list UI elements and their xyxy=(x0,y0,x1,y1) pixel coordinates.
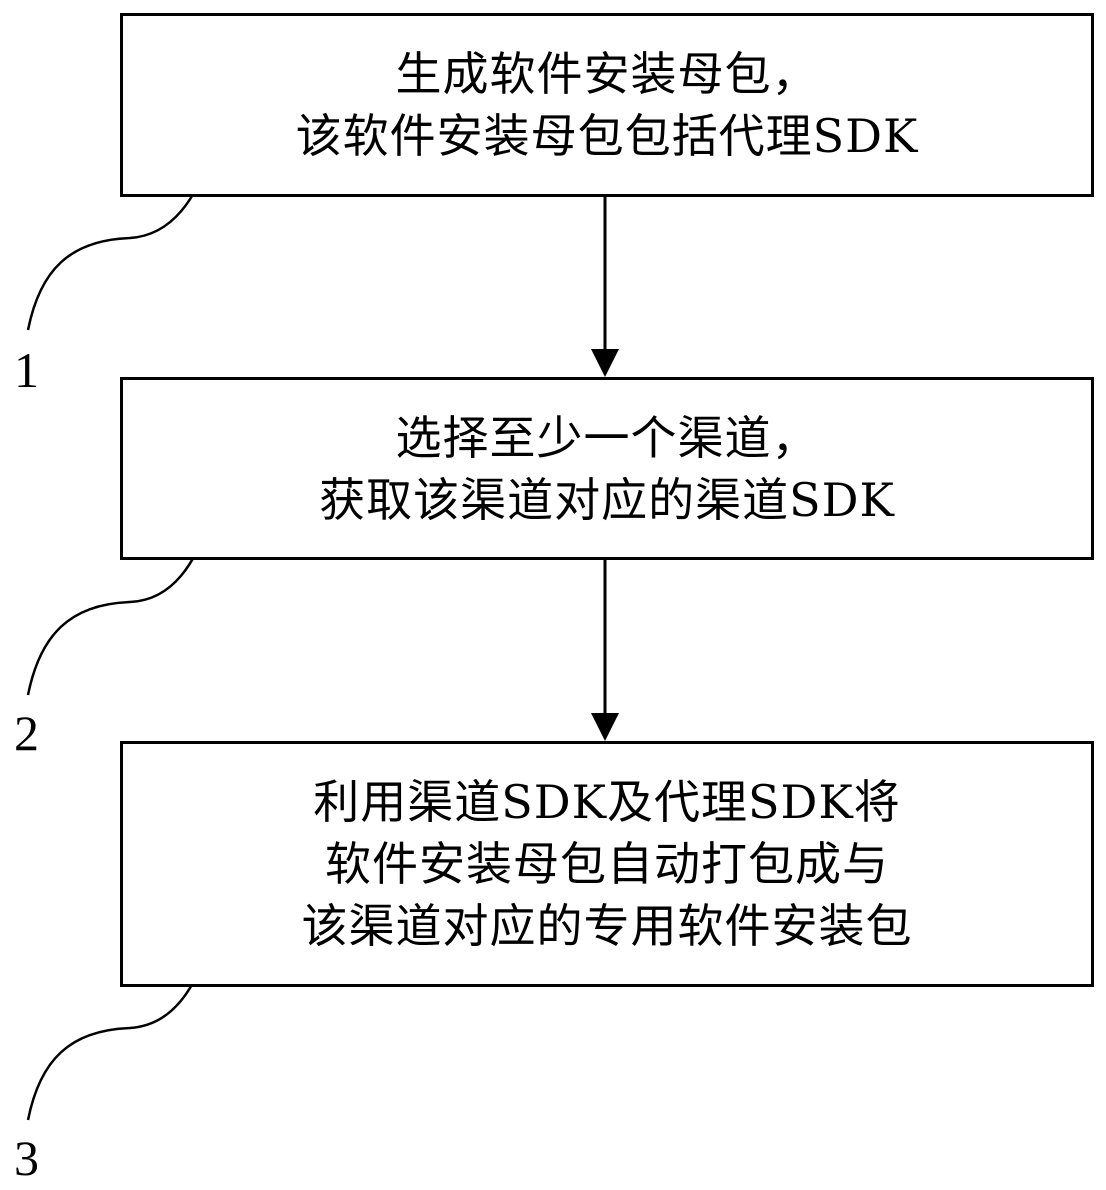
step-box-2: 选择至少一个渠道， 获取该渠道对应的渠道SDK xyxy=(120,377,1094,560)
step-3-line-3: 该渠道对应的专用软件安装包 xyxy=(301,899,913,953)
step-3-line-1: 利用渠道SDK及代理SDK将 xyxy=(313,775,901,829)
step-box-1: 生成软件安装母包， 该软件安装母包包括代理SDK xyxy=(120,13,1094,197)
arrow-1-head xyxy=(591,349,619,377)
step-number-1: 1 xyxy=(14,342,39,398)
arrow-2-head xyxy=(591,713,619,741)
step-3-line-2: 软件安装母包自动打包成与 xyxy=(325,837,889,891)
step-2-line-2: 获取该渠道对应的渠道SDK xyxy=(319,472,895,527)
step-number-2: 2 xyxy=(14,705,39,761)
step-1-line-1: 生成软件安装母包， xyxy=(395,47,819,101)
step-2-line-1: 选择至少一个渠道， xyxy=(395,410,819,465)
step-number-3: 3 xyxy=(14,1130,39,1186)
step-box-3: 利用渠道SDK及代理SDK将 软件安装母包自动打包成与 该渠道对应的专用软件安装… xyxy=(120,741,1094,987)
step-1-line-2: 该软件安装母包包括代理SDK xyxy=(295,109,919,163)
